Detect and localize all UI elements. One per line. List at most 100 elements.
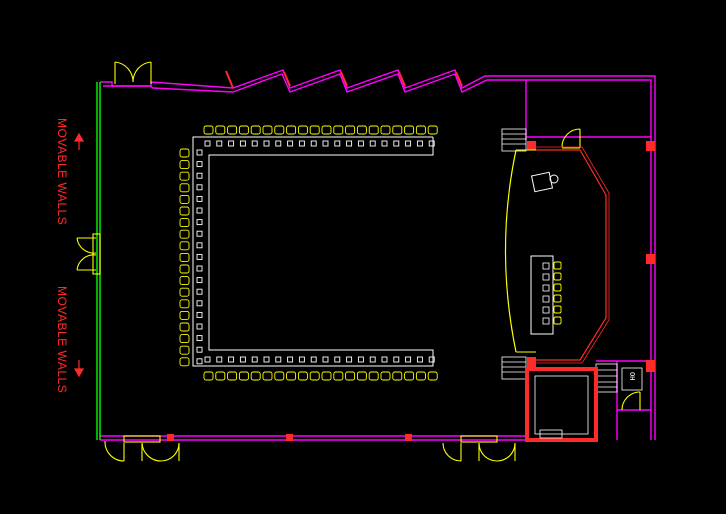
seat-icon — [238, 125, 249, 135]
seat-icon — [179, 183, 190, 193]
seat-icon — [392, 371, 403, 381]
stage — [504, 146, 610, 364]
table-slot — [196, 335, 203, 342]
seat-icon — [179, 218, 190, 228]
table-slot — [251, 356, 258, 363]
door-swing-icon — [104, 435, 180, 462]
seat-icon — [179, 194, 190, 204]
arrow-up-icon — [73, 132, 85, 150]
door-swing-icon — [561, 128, 581, 149]
table-slot — [196, 207, 203, 214]
table-slot — [204, 356, 211, 363]
seat-icon — [333, 125, 344, 135]
arrow-down-icon — [73, 360, 85, 378]
seat-icon — [179, 171, 190, 181]
table-slot — [263, 356, 270, 363]
seat-icon — [179, 206, 190, 216]
head-table — [530, 255, 562, 335]
seat-icon — [179, 229, 190, 239]
column-icon — [286, 434, 293, 441]
column-icon — [167, 434, 174, 441]
table-slot — [196, 253, 203, 260]
table-slot — [204, 140, 211, 147]
table-slot — [228, 356, 235, 363]
seat-icon — [368, 371, 379, 381]
table-slot — [416, 356, 423, 363]
seat-icon — [274, 125, 285, 135]
seat-icon — [179, 241, 190, 251]
table-slot — [196, 195, 203, 202]
u-table — [192, 136, 434, 367]
service-room-label: OH — [628, 372, 636, 381]
seat-icon — [286, 125, 297, 135]
label-arrows — [73, 132, 85, 378]
seat-icon — [203, 371, 214, 381]
table-slot — [228, 140, 235, 147]
table-slot — [416, 140, 423, 147]
seat-icon — [427, 125, 438, 135]
table-slot — [196, 172, 203, 179]
table-slot — [393, 356, 400, 363]
seat-icon — [179, 334, 190, 344]
table-slot — [196, 323, 203, 330]
table-slot — [263, 140, 270, 147]
table-slot — [216, 140, 223, 147]
seat-icon — [404, 125, 415, 135]
seat-icon — [427, 371, 438, 381]
seat-icon — [179, 345, 190, 355]
table-slot — [369, 140, 376, 147]
table-slot — [393, 140, 400, 147]
table-slot — [405, 356, 412, 363]
seat-icon — [179, 310, 190, 320]
seat-icon — [227, 371, 238, 381]
seat-icon — [404, 371, 415, 381]
table-slot — [346, 356, 353, 363]
seat-icon — [356, 125, 367, 135]
seat-icon — [215, 125, 226, 135]
seat-icon — [333, 371, 344, 381]
seat-icon — [380, 125, 391, 135]
seat-icon — [250, 371, 261, 381]
seat-icon — [179, 322, 190, 332]
movable-walls-label-top: MOVABLE WALLS — [55, 118, 69, 226]
columns — [167, 141, 655, 441]
table-slot — [196, 346, 203, 353]
seat-icon — [262, 125, 273, 135]
lectern — [530, 171, 559, 193]
table-slot — [381, 356, 388, 363]
seat-icon — [309, 371, 320, 381]
seat-icon — [250, 125, 261, 135]
table-slot — [428, 356, 435, 363]
seat-icon — [345, 371, 356, 381]
seat-icon — [179, 276, 190, 286]
seat-icon — [415, 125, 426, 135]
door-swing-icon — [76, 233, 101, 275]
column-icon — [405, 434, 412, 441]
table-slot — [251, 140, 258, 147]
table-slot — [196, 149, 203, 156]
table-slot — [357, 140, 364, 147]
seat-icon — [368, 125, 379, 135]
chairs — [179, 125, 438, 381]
seat-icon — [262, 371, 273, 381]
table-slot — [196, 288, 203, 295]
table-slot — [196, 265, 203, 272]
table-slot — [196, 277, 203, 284]
table-slot — [428, 140, 435, 147]
seat-icon — [215, 371, 226, 381]
table-slot — [334, 140, 341, 147]
seat-icon — [179, 264, 190, 274]
seat-icon — [321, 371, 332, 381]
seat-icon — [321, 125, 332, 135]
seat-icon — [380, 371, 391, 381]
seat-icon — [179, 287, 190, 297]
seat-icon — [415, 371, 426, 381]
seat-icon — [309, 125, 320, 135]
seat-icon — [203, 125, 214, 135]
table-slot — [196, 300, 203, 307]
table-slot — [196, 230, 203, 237]
table-slot — [196, 358, 203, 365]
table-slot — [216, 356, 223, 363]
table-slot — [287, 356, 294, 363]
